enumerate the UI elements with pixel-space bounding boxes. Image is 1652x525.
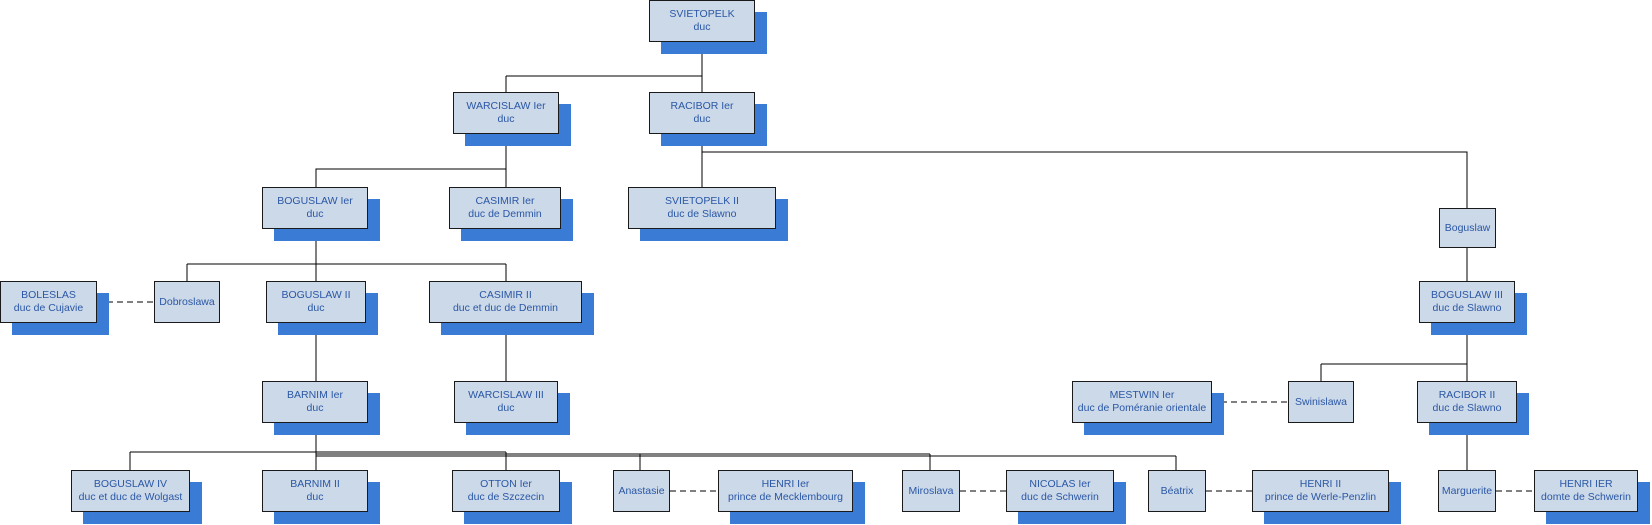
person-boguslaw-3: BOGUSLAW III duc de Slawno <box>1419 281 1515 323</box>
person-title: duc <box>306 402 324 414</box>
person-title: duc et duc de Wolgast <box>78 491 183 503</box>
person-dobroslawa: Dobroslawa <box>154 281 220 323</box>
person-name: BARNIM II <box>290 478 340 490</box>
person-name: BOLESLAS <box>21 289 76 301</box>
person-title: duc <box>306 208 324 220</box>
person-name: BOGUSLAW II <box>281 289 351 301</box>
person-anastasie: Anastasie <box>613 470 670 512</box>
person-casimir-2: CASIMIR II duc et duc de Demmin <box>429 281 582 323</box>
person-name: RACIBOR II <box>1438 389 1496 401</box>
person-marguerite: Marguerite <box>1438 470 1496 512</box>
person-name: Miroslava <box>908 484 954 497</box>
person-name: Boguslaw <box>1444 221 1491 234</box>
person-name: Swinislawa <box>1295 395 1347 408</box>
person-name: Marguerite <box>1441 484 1493 497</box>
person-title: duc <box>497 113 515 125</box>
person-title: prince de Mecklembourg <box>728 491 843 503</box>
person-svietopelk-2: SVIETOPELK II duc de Slawno <box>628 187 776 229</box>
person-name: HENRI Ier <box>761 478 810 490</box>
person-name: SVIETOPELK II <box>665 195 739 207</box>
person-title: duc <box>306 491 324 503</box>
link-to-boguslaw-r <box>702 151 1468 208</box>
person-name: CASIMIR II <box>479 289 532 301</box>
person-title: duc de Slawno <box>667 208 737 220</box>
person-title: duc de Schwerin <box>1021 491 1099 503</box>
person-name: HENRI IER <box>1559 478 1613 490</box>
person-name: OTTON Ier <box>480 478 532 490</box>
person-boguslaw-right: Boguslaw <box>1439 208 1496 248</box>
person-name: NICOLAS Ier <box>1029 478 1091 490</box>
person-name: Béatrix <box>1160 484 1194 497</box>
person-title: duc <box>497 402 515 414</box>
link-warcislaw1-children <box>315 134 507 187</box>
person-title: duc de Cujavie <box>13 302 84 314</box>
person-racibor-1: RACIBOR Ier duc <box>649 92 755 134</box>
person-racibor-2: RACIBOR II duc de Slawno <box>1417 381 1517 423</box>
person-title: duc de Poméranie orientale <box>1077 402 1207 414</box>
person-title: duc de Szczecin <box>467 491 545 503</box>
person-title: duc de Slawno <box>1432 302 1502 314</box>
person-swinislawa: Swinislawa <box>1288 381 1354 423</box>
person-henri-2: HENRI II prince de Werle-Penzlin <box>1252 470 1389 512</box>
person-nicolas-1: NICOLAS Ier duc de Schwerin <box>1006 470 1114 512</box>
person-boguslaw-4: BOGUSLAW IV duc et duc de Wolgast <box>71 470 190 512</box>
person-svietopelk: SVIETOPELK duc <box>649 0 755 42</box>
person-boleslas: BOLESLAS duc de Cujavie <box>0 281 97 323</box>
person-barnim-1: BARNIM Ier duc <box>262 381 368 423</box>
person-name: BOGUSLAW III <box>1431 289 1503 301</box>
person-title: duc <box>693 113 711 125</box>
person-title: prince de Werle-Penzlin <box>1264 491 1377 503</box>
person-name: BOGUSLAW Ier <box>277 195 353 207</box>
person-name: RACIBOR Ier <box>670 100 734 112</box>
person-name: Dobroslawa <box>159 295 215 308</box>
person-name: WARCISLAW III <box>468 389 544 401</box>
person-warcislaw-3: WARCISLAW III duc <box>454 381 558 423</box>
person-henri-ier: HENRI IER domte de Schwerin <box>1534 470 1638 512</box>
person-miroslava: Miroslava <box>902 470 960 512</box>
person-name: BARNIM Ier <box>286 389 343 401</box>
person-casimir-1: CASIMIR Ier duc de Demmin <box>449 187 561 229</box>
person-name: WARCISLAW Ier <box>466 100 546 112</box>
person-name: Anastasie <box>618 484 665 497</box>
person-title: duc <box>307 302 325 314</box>
person-beatrix: Béatrix <box>1148 470 1206 512</box>
person-title: domte de Schwerin <box>1541 491 1631 503</box>
person-boguslaw-2: BOGUSLAW II duc <box>266 281 366 323</box>
person-henri-1: HENRI Ier prince de Mecklembourg <box>718 470 853 512</box>
person-name: BOGUSLAW IV <box>93 478 168 490</box>
person-title: duc et duc de Demmin <box>452 302 559 314</box>
person-warcislaw-1: WARCISLAW Ier duc <box>453 92 559 134</box>
person-title: duc de Demmin <box>468 208 542 220</box>
person-name: SVIETOPELK <box>669 8 735 20</box>
person-boguslaw-1: BOGUSLAW Ier duc <box>262 187 368 229</box>
person-title: duc <box>693 21 711 33</box>
person-barnim-2: BARNIM II duc <box>262 470 368 512</box>
person-mestwin-1: MESTWIN Ier duc de Poméranie orientale <box>1072 381 1212 423</box>
person-name: HENRI II <box>1299 478 1342 490</box>
person-name: MESTWIN Ier <box>1109 389 1175 401</box>
person-name: CASIMIR Ier <box>475 195 535 207</box>
person-title: duc de Slawno <box>1432 402 1502 414</box>
person-otton-1: OTTON Ier duc de Szczecin <box>452 470 560 512</box>
